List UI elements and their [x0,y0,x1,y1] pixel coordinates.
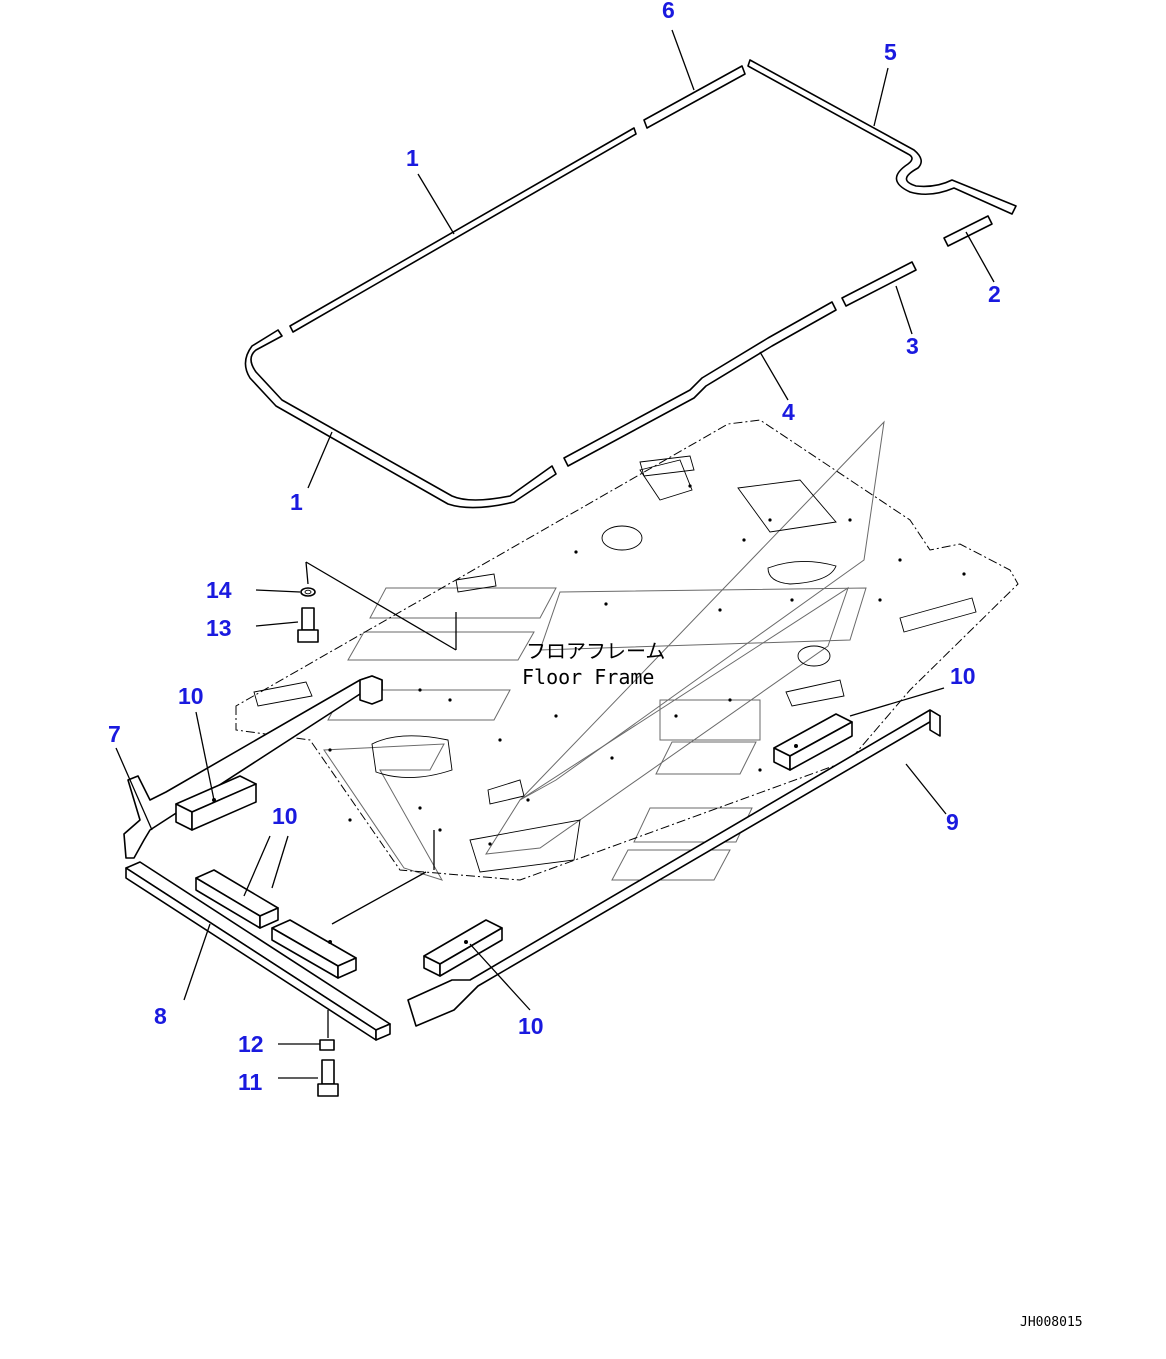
callout-3: 3 [906,333,919,359]
callout-12: 12 [238,1031,264,1057]
callout-13: 13 [206,615,232,641]
blocks-part-10-lower [195,869,357,979]
callout-8: 8 [154,1003,167,1029]
callout-11: 11 [238,1069,263,1095]
callout-10-bottom: 10 [518,1013,544,1039]
floor-frame-label-japanese: フロアフレーム [526,639,665,663]
washer-part-14 [300,587,316,597]
seal-part-3 [841,261,917,307]
callout-1-upper: 1 [406,145,419,171]
block-part-10-right-upper [773,713,853,771]
callout-5: 5 [884,39,897,65]
watermark-logo [323,420,885,881]
callout-10-lower: 10 [272,803,298,829]
block-part-10-right-lower [423,919,503,977]
seal-part-2 [943,215,993,247]
beam-part-7 [123,675,383,859]
seal-part-6 [643,65,746,129]
seal-part-4 [563,301,837,467]
callout-10-left: 10 [178,683,204,709]
block-part-10-left [175,775,257,831]
floor-frame-label-english: Floor Frame [522,665,654,689]
bolt-part-11 [317,1059,339,1097]
callout-2: 2 [988,281,1001,307]
callout-4: 4 [782,399,795,425]
nut-part-12 [319,1039,335,1051]
seal-part-1-lower [244,329,557,509]
callout-7: 7 [108,721,121,747]
beam-part-8 [125,861,391,1041]
beam-part-9 [407,709,941,1027]
callout-14: 14 [206,577,232,603]
callout-10-right: 10 [950,663,976,689]
bolt-part-13 [297,607,319,643]
leader-lines [115,29,995,1079]
seal-part-5 [747,59,1017,215]
callout-9: 9 [946,809,959,835]
callout-1-lower: 1 [290,489,303,515]
seal-part-1-upper [289,127,637,333]
callout-labels: 1 1 2 3 4 5 6 7 8 9 10 10 10 10 11 12 13… [108,0,1001,1095]
callout-6: 6 [662,0,675,23]
floor-frame-outline [235,419,1019,881]
frame-holes [308,484,966,846]
drawing-id: JH008015 [1020,1315,1083,1330]
